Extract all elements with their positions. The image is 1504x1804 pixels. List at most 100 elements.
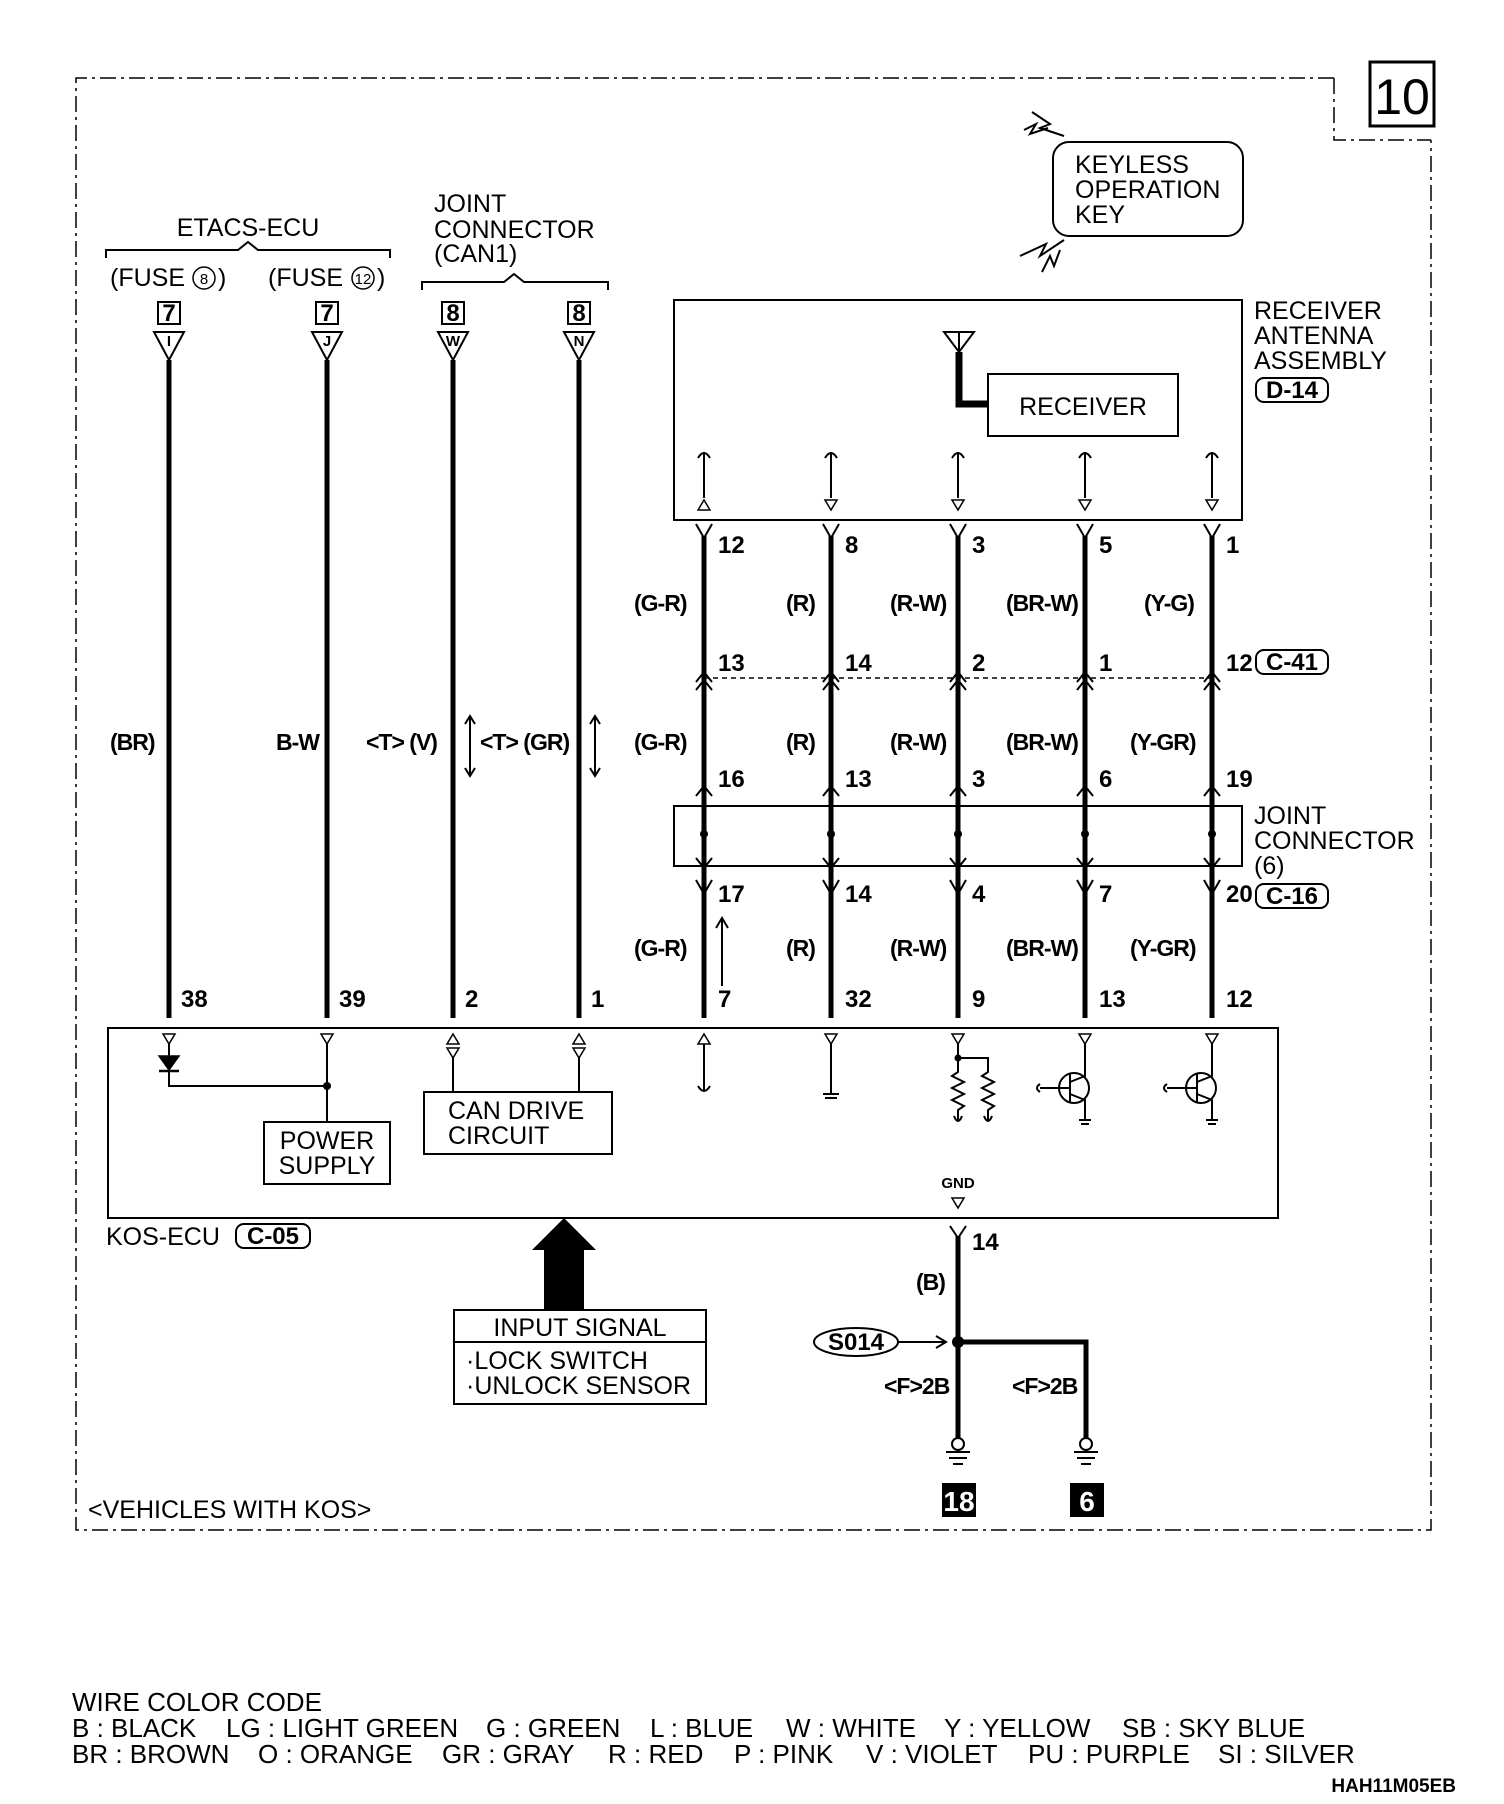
ground-icon bbox=[1074, 1451, 1098, 1465]
wire-color-code-entry: L : BLUE bbox=[650, 1713, 753, 1743]
bidirectional-terminal-icon bbox=[445, 1032, 461, 1060]
fuse-box-label: 7 bbox=[320, 300, 333, 327]
joint-can1-title: CONNECTOR bbox=[434, 216, 595, 244]
input-arrow-icon bbox=[532, 1218, 596, 1310]
wire-color-label: (R-W) bbox=[890, 590, 947, 616]
connector-fork bbox=[949, 784, 967, 797]
wire-color-code-entry: SI : SILVER bbox=[1218, 1739, 1355, 1769]
terminal-letter: N bbox=[574, 333, 585, 350]
connector-fork bbox=[822, 523, 840, 541]
ecu-pin-number: 7 bbox=[718, 986, 731, 1013]
kos-ecu-label: KOS-ECU bbox=[106, 1223, 220, 1251]
joint-can1-brace bbox=[421, 272, 609, 290]
right-wire-2: 8 (R) 14 (R) 13 14 (R) 32 bbox=[786, 452, 872, 1018]
input-signal-item: ·LOCK SWITCH bbox=[466, 1347, 648, 1375]
terminal-arrow-icon bbox=[950, 499, 966, 512]
terminal-letter: J bbox=[323, 333, 331, 350]
connector-code-badge bbox=[1255, 883, 1329, 909]
connector-fork bbox=[822, 857, 840, 897]
joint-connector-6-title: (6) bbox=[1254, 852, 1285, 880]
receiver-assembly-title: ASSEMBLY bbox=[1254, 347, 1387, 375]
ground-icon bbox=[946, 1451, 970, 1465]
receiver-assembly-title: ANTENNA bbox=[1254, 322, 1374, 350]
wire-color-label: (BR-W) bbox=[1006, 935, 1078, 961]
fuse-number: 12 bbox=[355, 271, 372, 288]
ground-terminal bbox=[1079, 1437, 1093, 1451]
wire-color-code-entry: O : ORANGE bbox=[258, 1739, 413, 1769]
j6-out-pin: 7 bbox=[1099, 881, 1112, 908]
ground-wire-branch bbox=[958, 1339, 1089, 1440]
bidirectional-terminal-icon bbox=[571, 1032, 587, 1060]
internal-lead bbox=[697, 452, 711, 498]
connector-fork bbox=[695, 523, 713, 541]
power-supply-label: POWER bbox=[280, 1127, 374, 1155]
wire-color-label: (R) bbox=[786, 590, 815, 616]
keyless-key-label: OPERATION bbox=[1075, 176, 1220, 204]
wire-color-code-entry: P : PINK bbox=[734, 1739, 834, 1769]
left-wire-4: 8 N <T> (GR) 1 bbox=[480, 300, 604, 1018]
connector-code: D-14 bbox=[1266, 377, 1319, 404]
terminal-arrow-icon bbox=[950, 1033, 966, 1046]
wire-color-label: (R-W) bbox=[890, 729, 947, 755]
connector-fork bbox=[1076, 857, 1094, 897]
j6-in-pin: 16 bbox=[718, 766, 745, 793]
terminal-arrow-icon bbox=[319, 1033, 335, 1046]
can-drive-label: CAN DRIVE bbox=[448, 1097, 584, 1125]
ecu-pin-number: 9 bbox=[972, 986, 985, 1013]
etacs-brace bbox=[105, 240, 391, 258]
terminal-arrow-icon bbox=[1077, 1033, 1093, 1046]
ground-point-badge bbox=[1070, 1483, 1104, 1517]
keyless-key-label: KEY bbox=[1075, 201, 1125, 229]
wire-color-code-entry: PU : PURPLE bbox=[1028, 1739, 1190, 1769]
c41-pin-number: 13 bbox=[718, 650, 745, 677]
c41-pin-number: 2 bbox=[972, 650, 985, 677]
fuse-box-label: 8 bbox=[572, 300, 585, 327]
ground-point-number: 18 bbox=[943, 1486, 974, 1517]
can-drive-circuit-box bbox=[423, 1091, 613, 1155]
connector-fork bbox=[822, 784, 840, 797]
input-signal-title: INPUT SIGNAL bbox=[493, 1314, 666, 1342]
j6-out-pin: 20 bbox=[1226, 881, 1253, 908]
terminal-letter: I bbox=[167, 333, 171, 350]
connector-fork bbox=[1076, 523, 1094, 541]
fuse-box-number bbox=[315, 301, 339, 325]
left-wire-3: 8 W <T> (V) 2 bbox=[366, 300, 478, 1018]
left-wire-2: 7 J B-W 39 bbox=[276, 300, 366, 1018]
terminal-arrow-icon bbox=[1204, 1033, 1220, 1046]
wire-color-label: (G-R) bbox=[634, 729, 687, 755]
connector-fork bbox=[1203, 523, 1221, 541]
connector-code-badge bbox=[1255, 649, 1329, 675]
fuse-number-circle bbox=[192, 266, 216, 290]
ground-condition-label: <F>2B bbox=[884, 1373, 950, 1399]
receiver-assembly-title: RECEIVER bbox=[1254, 297, 1382, 325]
j6-out-pin: 14 bbox=[845, 881, 872, 908]
ground-icon bbox=[823, 1044, 839, 1099]
fuse-number: 8 bbox=[200, 271, 208, 288]
fuse-box-number bbox=[567, 301, 591, 325]
wire-color-label: B-W bbox=[276, 729, 320, 755]
ecu-pin-number: 1 bbox=[591, 986, 604, 1013]
ecu-pin-number: 39 bbox=[339, 986, 366, 1013]
wire-color-code-entry: W : WHITE bbox=[786, 1713, 916, 1743]
power-supply-box bbox=[263, 1121, 391, 1185]
connector-fork bbox=[1076, 670, 1094, 691]
connector-fork bbox=[695, 784, 713, 797]
wire-color-code-entry: B : BLACK bbox=[72, 1713, 197, 1743]
left-wire-1: 7 I (BR) 38 bbox=[110, 300, 208, 1018]
joint-dot bbox=[1081, 830, 1089, 838]
right-wire-5: 1 (Y-G) 12 (Y-GR) 19 20 (Y-GR) 12 bbox=[1130, 452, 1253, 1018]
joint-can1-title: (CAN1) bbox=[434, 240, 517, 268]
j6-out-pin: 4 bbox=[972, 881, 986, 908]
wire-color-label: (G-R) bbox=[634, 935, 687, 961]
wire-color-label: (R) bbox=[786, 729, 815, 755]
joint-connector-6-title: CONNECTOR bbox=[1254, 827, 1415, 855]
ecu-pin-number: 2 bbox=[465, 986, 478, 1013]
c41-pin-number: 14 bbox=[845, 650, 872, 677]
antenna-icon bbox=[942, 331, 976, 354]
j6-out-pin: 17 bbox=[718, 881, 745, 908]
right-wire-1: 12 (G-R) 13 (G-R) 16 17 (G-R) 7 bbox=[634, 452, 745, 1018]
c41-pin-number: 1 bbox=[1099, 650, 1112, 677]
receiver-label: RECEIVER bbox=[1019, 393, 1147, 421]
j6-in-pin: 6 bbox=[1099, 766, 1112, 793]
internal-lead bbox=[1205, 452, 1219, 498]
